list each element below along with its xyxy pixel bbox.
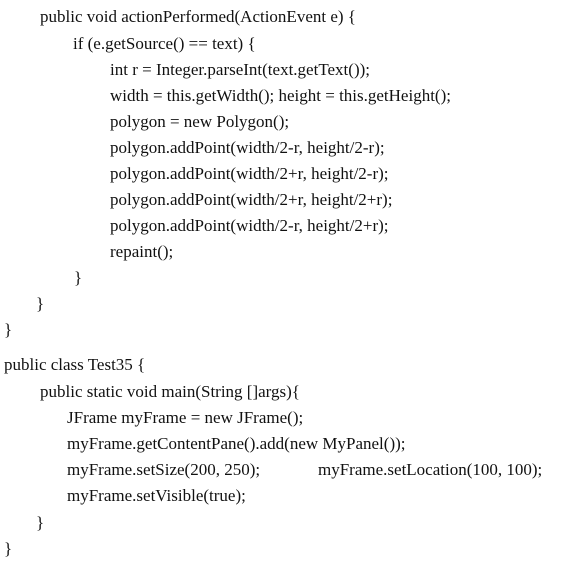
code-line-18-left: myFrame.setSize(200, 250); [67, 460, 261, 479]
code-line-18: myFrame.setSize(200, 250); myFrame.setLo… [67, 457, 557, 483]
code-line-9: polygon.addPoint(width/2-r, height/2+r); [110, 216, 389, 235]
code-line-6: polygon.addPoint(width/2-r, height/2-r); [110, 138, 385, 157]
code-line-8: polygon.addPoint(width/2+r, height/2+r); [110, 190, 393, 209]
code-line-5: polygon = new Polygon(); [110, 112, 290, 131]
code-line-2: if (e.getSource() == text) { [73, 34, 256, 53]
code-line-15: public static void main(String []args){ [40, 382, 300, 401]
code-line-12: } [36, 294, 45, 313]
code-line-14: public class Test35 { [4, 355, 146, 374]
code-line-16: JFrame myFrame = new JFrame(); [67, 408, 304, 427]
code-line-21: } [4, 539, 13, 558]
code-line-19: myFrame.setVisible(true); [67, 486, 246, 505]
code-line-3: int r = Integer.parseInt(text.getText())… [110, 60, 370, 79]
code-line-13: } [4, 320, 13, 339]
code-line-17: myFrame.getContentPane().add(new MyPanel… [67, 434, 406, 453]
code-line-1: public void actionPerformed(ActionEvent … [40, 7, 356, 26]
code-line-7: polygon.addPoint(width/2+r, height/2-r); [110, 164, 389, 183]
code-line-11: } [74, 268, 83, 287]
code-line-10: repaint(); [110, 242, 174, 261]
code-line-20: } [36, 513, 45, 532]
code-line-4: width = this.getWidth(); height = this.g… [110, 86, 451, 105]
code-line-18-right: myFrame.setLocation(100, 100); [318, 460, 543, 479]
